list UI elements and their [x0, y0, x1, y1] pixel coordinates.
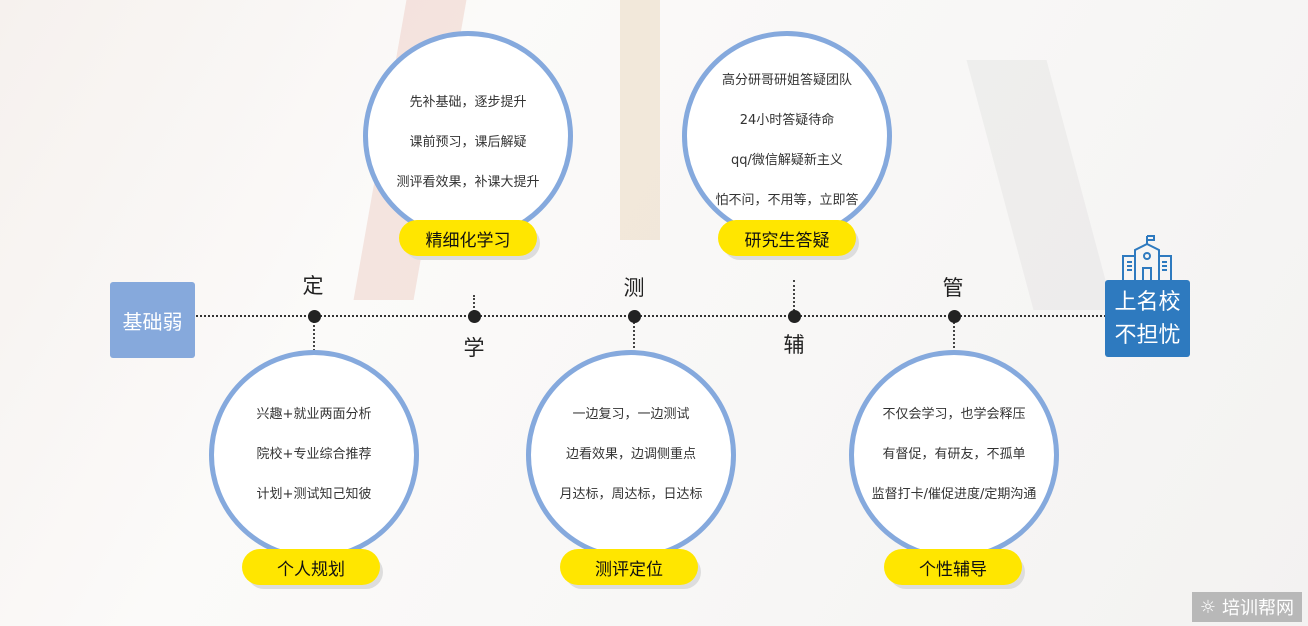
mark-ding: 定 — [302, 274, 324, 298]
end-line2: 不担忧 — [1114, 322, 1181, 348]
mark-ce: 测 — [623, 276, 645, 300]
circle-item: 怕不问，不用等，立即答 — [715, 193, 859, 208]
badge-tutoring: 个性辅导 — [884, 549, 1022, 585]
badge-grad-qa: 研究生答疑 — [718, 220, 856, 256]
circle-item: 测评看效果，补课大提升 — [396, 175, 540, 190]
sun-face-icon: ☼ — [1199, 596, 1216, 618]
circle-tutoring: 不仅会学习，也学会释压 有督促，有研友，不孤单 监督打卡/催促进度/定期沟通 — [849, 350, 1059, 560]
circle-item: 计划+测试知己知彼 — [256, 487, 372, 502]
circle-item: 不仅会学习，也学会释压 — [882, 407, 1026, 422]
circle-grad-qa: 高分研哥研姐答疑团队 24小时答疑待命 qq/微信解疑新主义 怕不问，不用等，立… — [682, 31, 892, 241]
circle-planning: 兴趣+就业两面分析 院校+专业综合推荐 计划+测试知己知彼 — [209, 350, 419, 560]
badge-planning: 个人规划 — [242, 549, 380, 585]
connector — [633, 318, 635, 348]
connector — [953, 318, 955, 348]
badge-assessment: 测评定位 — [560, 549, 698, 585]
timeline-dot — [308, 310, 321, 323]
end-box: 上名校不担忧 — [1105, 280, 1190, 357]
connector — [473, 295, 475, 315]
mark-guan: 管 — [942, 276, 964, 300]
badge-fine-study: 精细化学习 — [399, 220, 537, 256]
timeline — [196, 315, 1106, 317]
timeline-dot — [628, 310, 641, 323]
circle-item: 月达标，周达标，日达标 — [559, 487, 703, 502]
connector — [313, 318, 315, 358]
circle-fine-study: 先补基础，逐步提升 课前预习，课后解疑 测评看效果，补课大提升 — [363, 31, 573, 241]
start-label: 基础弱 — [122, 309, 183, 334]
circle-item: 课前预习，课后解疑 — [409, 135, 527, 150]
circle-item: 院校+专业综合推荐 — [256, 447, 372, 462]
connector — [793, 280, 795, 315]
circle-item: 24小时答疑待命 — [739, 113, 835, 128]
mark-fu: 辅 — [783, 333, 805, 357]
start-box: 基础弱 — [110, 282, 195, 358]
timeline-dot — [948, 310, 961, 323]
circle-item: qq/微信解疑新主义 — [731, 153, 843, 168]
timeline-dot — [788, 310, 801, 323]
circle-item: 一边复习，一边测试 — [572, 407, 690, 422]
watermark: ☼ 培训帮网 — [1191, 592, 1302, 622]
timeline-dot — [468, 310, 481, 323]
circle-assessment: 一边复习，一边测试 边看效果，边调侧重点 月达标，周达标，日达标 — [526, 350, 736, 560]
school-icon — [1122, 235, 1172, 282]
circle-item: 先补基础，逐步提升 — [409, 95, 527, 110]
end-line1: 上名校 — [1114, 289, 1181, 315]
circle-item: 兴趣+就业两面分析 — [256, 407, 372, 422]
mark-xue: 学 — [463, 336, 485, 360]
circle-item: 边看效果，边调侧重点 — [565, 447, 696, 462]
watermark-text: 培训帮网 — [1222, 598, 1294, 619]
circle-item: 有督促，有研友，不孤单 — [882, 447, 1026, 462]
circle-item: 监督打卡/催促进度/定期沟通 — [871, 487, 1037, 502]
circle-item: 高分研哥研姐答疑团队 — [721, 73, 852, 88]
